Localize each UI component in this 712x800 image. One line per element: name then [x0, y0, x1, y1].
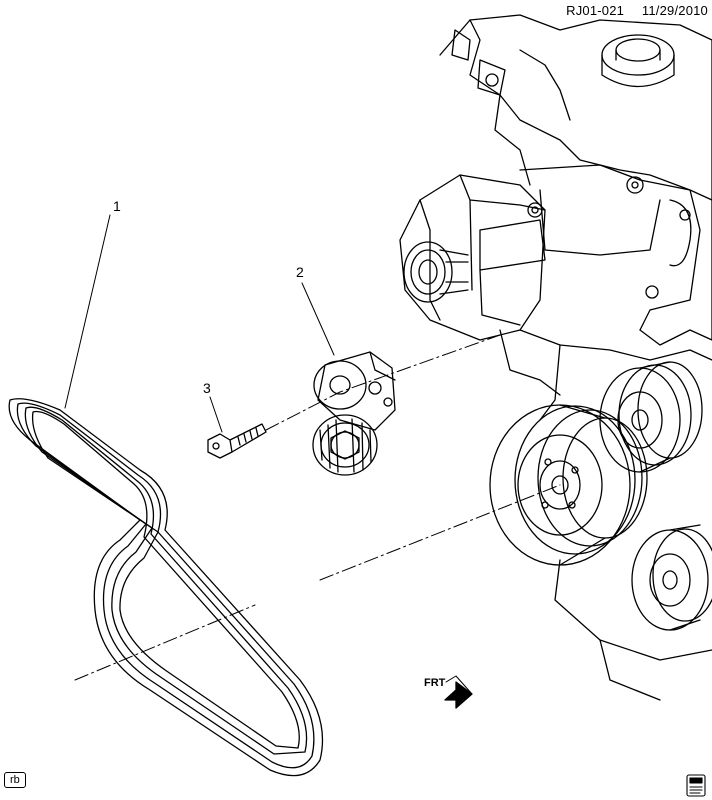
- tensioner-centerline: [265, 334, 501, 431]
- crankshaft-pulley: [489, 404, 648, 566]
- leader-2: [301, 282, 335, 356]
- leader-1: [64, 214, 111, 409]
- drawing-header: RJ01-021 11/29/2010: [552, 3, 708, 18]
- centerlines: [74, 334, 561, 681]
- callout-leaders: [64, 214, 335, 433]
- book-icon: [686, 774, 706, 797]
- belt-centerline: [74, 604, 256, 681]
- footer-code: rb: [4, 772, 26, 788]
- callout-1: 1: [113, 198, 121, 214]
- leader-3: [209, 396, 223, 433]
- drive-belt: [8, 398, 324, 777]
- tensioner-bolt: [207, 423, 267, 459]
- engine-assembly: [399, 14, 712, 701]
- idler-pulley-upper: [599, 361, 703, 473]
- drawing-date: 11/29/2010: [641, 3, 708, 18]
- crank-centerline: [319, 484, 561, 581]
- ac-compressor-pulley: [631, 524, 712, 631]
- drawing-code: RJ01-021: [566, 3, 625, 18]
- frt-label: FRT: [424, 677, 446, 689]
- frt-arrow-icon: [444, 675, 473, 709]
- drive-belt-tensioner: [312, 351, 396, 476]
- callout-2: 2: [296, 264, 304, 280]
- callout-3: 3: [203, 380, 211, 396]
